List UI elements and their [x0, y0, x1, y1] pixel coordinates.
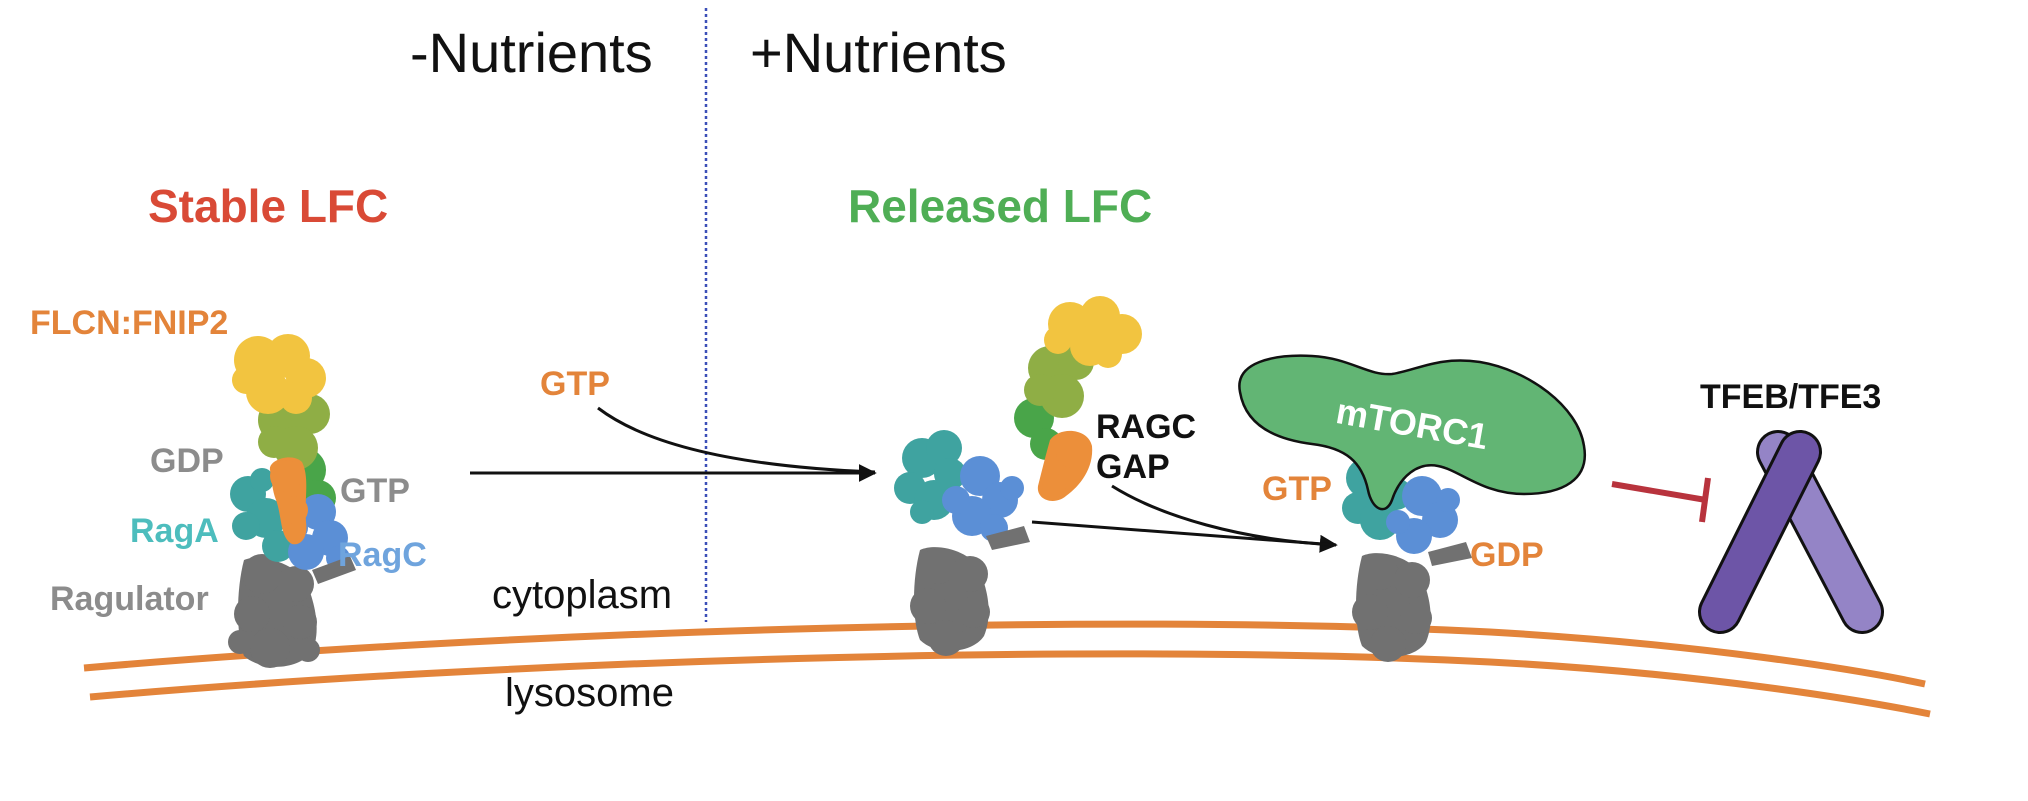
lysosome-label: lysosome — [505, 671, 674, 715]
released-raga-shape — [894, 430, 966, 524]
minus-nutrients-heading: -Nutrients — [410, 21, 653, 84]
gap-activity-arrow — [1111, 484, 1337, 547]
released-lfc-complex — [894, 296, 1142, 656]
raga-shape — [230, 468, 294, 562]
released-flcn-yellow-shape — [1044, 296, 1142, 368]
mtorc1-gdp-label: GDP — [1470, 536, 1544, 574]
lysosome-membrane — [83, 620, 1931, 718]
gtp-loading-arrow — [597, 406, 876, 474]
active-rag-complex — [1342, 452, 1472, 662]
stable-lfc-title: Stable LFC — [148, 180, 388, 232]
released-ragulator-shape — [910, 547, 990, 656]
flcn-fnip2-label: FLCN:FNIP2 — [30, 304, 228, 342]
plus-nutrients-heading: +Nutrients — [750, 21, 1007, 84]
ragc-label: RagC — [338, 536, 427, 574]
ragulator-label: Ragulator — [50, 580, 209, 618]
gtp-input-label: GTP — [540, 365, 610, 403]
active-ragc-tail-shape — [1428, 542, 1472, 566]
ragc-gap-label-line2: GAP — [1096, 448, 1170, 486]
tfeb-tfe3-label: TFEB/TFE3 — [1700, 378, 1881, 416]
ragulator-shape — [228, 554, 320, 668]
raga-label: RagA — [130, 512, 219, 550]
tfeb-tfe3-chromosome-icon — [1698, 430, 1884, 634]
mtorc1-shape — [1238, 354, 1587, 511]
cytoplasm-label: cytoplasm — [492, 573, 672, 617]
released-flcn-orange-shape — [1037, 430, 1093, 501]
released-lfc-title: Released LFC — [848, 180, 1152, 232]
flcn-orange-shape — [269, 457, 308, 545]
stable-lfc-complex — [228, 334, 356, 668]
active-ragc-shape — [1386, 476, 1460, 554]
flcn-yellow-shape — [232, 334, 326, 414]
ragc-tail-shape — [312, 556, 356, 584]
gtp-label: GTP — [340, 472, 410, 510]
mtorc1-gtp-label: GTP — [1262, 470, 1332, 508]
mtorc1-complex: mTORC1 — [1238, 354, 1587, 511]
active-ragulator-shape — [1352, 553, 1432, 662]
released-ragc-tail-shape — [986, 526, 1030, 550]
ragc-gap-label-line1: RAGC — [1096, 408, 1196, 446]
gdp-label: GDP — [150, 442, 224, 480]
inhibition-symbol — [1611, 477, 1711, 523]
